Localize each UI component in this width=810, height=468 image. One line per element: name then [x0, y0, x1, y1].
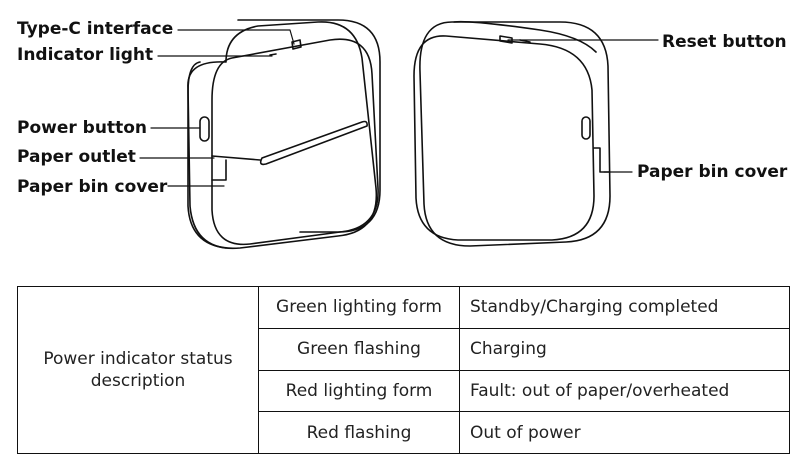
- state-cell: Green lighting form: [258, 286, 460, 329]
- callout-paper-outlet: Paper outlet: [17, 147, 136, 167]
- callout-paper-bin-cover-left: Paper bin cover: [17, 177, 168, 197]
- table-row: Power indicator status description Green…: [17, 286, 790, 454]
- meaning-cell: Out of power: [459, 411, 790, 454]
- printer-front-view: [187, 19, 381, 250]
- callout-type-c-interface: Type-C interface: [17, 19, 174, 39]
- callout-paper-bin-cover-right: Paper bin cover: [637, 162, 788, 182]
- table-row: Red flashing Out of power: [18, 411, 790, 454]
- state-cell: Red flashing: [258, 411, 460, 454]
- description-line-1: Power indicator status: [43, 349, 233, 369]
- printer-diagram: [139, 19, 659, 250]
- table-row: Green flashing Charging: [18, 327, 790, 371]
- callout-indicator-light: Indicator light: [17, 45, 154, 65]
- meaning-cell: Standby/Charging completed: [459, 286, 790, 329]
- description-cell: Power indicator status description: [17, 286, 259, 454]
- state-cell: Green flashing: [258, 327, 460, 371]
- callout-leaders-right: [507, 39, 659, 173]
- state-cell: Red lighting form: [258, 369, 460, 413]
- table-row: Red lighting form Fault: out of paper/ov…: [18, 369, 790, 413]
- indicator-status-table: Power indicator status description Green…: [17, 286, 790, 454]
- callout-power-button: Power button: [17, 118, 147, 138]
- callout-leaders-left: [139, 29, 295, 187]
- meaning-cell: Fault: out of paper/overheated: [459, 369, 790, 413]
- printer-back-view: [413, 20, 611, 247]
- description-line-2: description: [90, 371, 186, 391]
- meaning-cell: Charging: [459, 327, 790, 371]
- callout-reset-button: Reset button: [662, 32, 787, 52]
